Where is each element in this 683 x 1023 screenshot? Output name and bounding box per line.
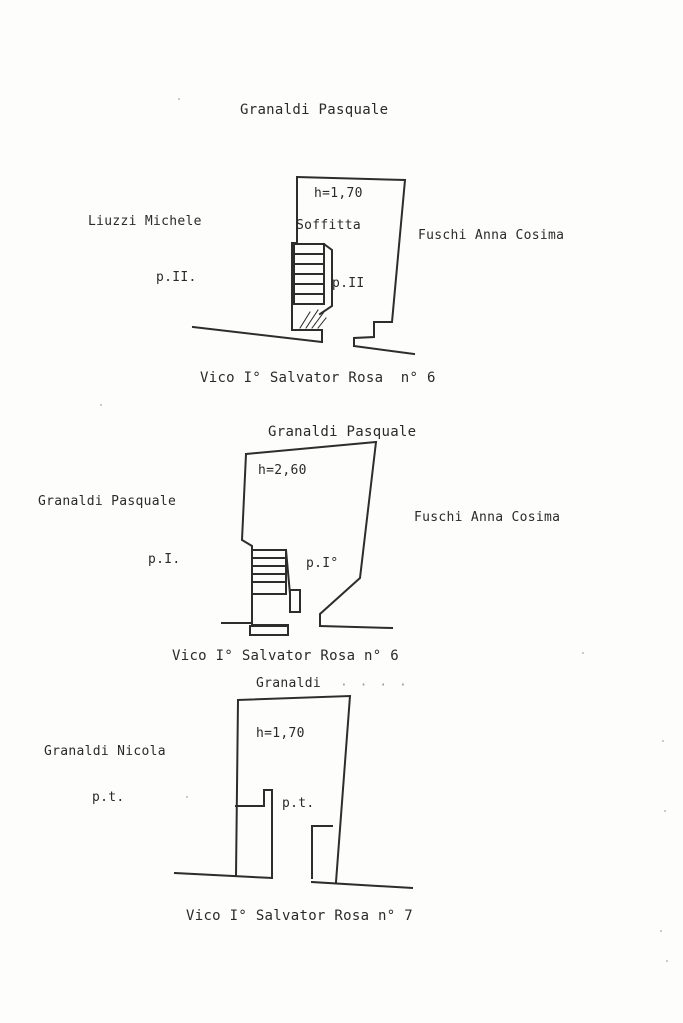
plan-pt-height: h=1,70 [256, 726, 305, 741]
plan-p1-floor-label-left: p.I. [148, 552, 181, 567]
plan-p1-outline [221, 440, 394, 636]
plan-p1-west-owner: Granaldi Pasquale [38, 494, 177, 509]
scan-speck [186, 796, 188, 798]
scan-speck [660, 930, 662, 932]
scan-speck [100, 404, 102, 406]
plan-p2-floor-label-left: p.II. [156, 270, 197, 285]
plan-p2-height: h=1,70 [314, 186, 363, 201]
plan-pt-floor-label-left: p.t. [92, 790, 125, 805]
scan-speck [582, 652, 584, 654]
scan-speck [178, 98, 180, 100]
plan-p2-street: Vico I° Salvator Rosa n° 6 [200, 370, 436, 386]
plan-p2-west-owner: Liuzzi Michele [88, 214, 202, 229]
plan-pt-floor-label-right: p.t. [282, 796, 315, 811]
plan-p1-height: h=2,60 [258, 463, 307, 478]
plan-p2-number: n° 6 [400, 370, 436, 386]
plan-pt-street: Vico I° Salvator Rosa n° 7 [186, 908, 413, 924]
plan-p2-hatch [299, 309, 327, 329]
plan-pt-outline [173, 694, 414, 890]
scan-speck [666, 960, 668, 962]
scan-speck [664, 810, 666, 812]
plan-pt-north-owner: Granaldi [256, 676, 322, 691]
plan-p2-north-owner: Granaldi Pasquale [240, 102, 389, 118]
plan-p2-east-owner: Fuschi Anna Cosima [418, 228, 565, 243]
plan-p1-north-owner: Granaldi Pasquale [268, 424, 417, 440]
plan-p1-east-owner: Fuschi Anna Cosima [414, 510, 561, 525]
plan-pt-north-owner-faded: · · · · [340, 678, 409, 693]
plan-p1-street: Vico I° Salvator Rosa n° 6 [172, 648, 399, 664]
plan-p1-floor-label-right: p.I° [306, 556, 339, 571]
plan-p2-room-name: Soffitta [296, 218, 362, 233]
plan-pt-west-owner: Granaldi Nicola [44, 744, 166, 759]
scan-speck [662, 740, 664, 742]
plan-p2-floor-label-right: p.II [332, 276, 365, 291]
plan-p2-outline [191, 175, 416, 356]
